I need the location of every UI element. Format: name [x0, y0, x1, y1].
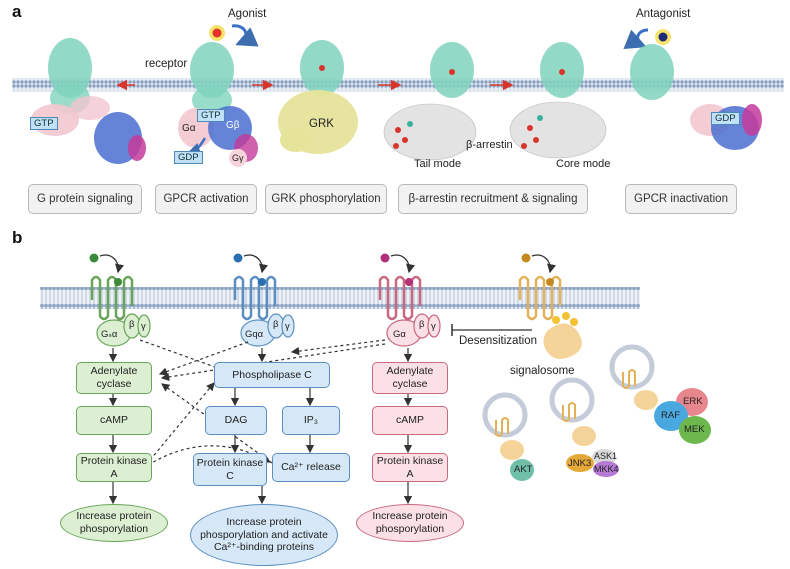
- arrestin-icon: [383, 101, 607, 161]
- receptor-icon: [378, 275, 422, 321]
- pink-outcome: Increase protein phosporylation: [356, 504, 464, 542]
- receptor-icon: [300, 40, 344, 96]
- core-mode-label: Core mode: [556, 158, 611, 170]
- ca-release: Ca²⁺ release: [272, 453, 350, 482]
- gq-alpha-label: Gqα: [245, 329, 264, 340]
- jnk3-label: JNK3: [568, 458, 592, 469]
- blue-pathway-arrows: [230, 348, 315, 505]
- g-alpha-label-b: Gα: [393, 329, 406, 340]
- pink-protein-kinase-a: Protein kinase A: [372, 453, 448, 482]
- receptor-icon: [90, 275, 134, 321]
- blue-outcome: Increase protein phosporylation and acti…: [190, 504, 338, 566]
- g-protein-icon: [96, 313, 151, 347]
- mkk4-label: MKK4: [594, 464, 619, 474]
- beta-label-2: β: [273, 319, 279, 330]
- receptor-icon: [190, 42, 234, 115]
- g-alpha-label: Gα: [182, 123, 196, 134]
- pink-camp: cAMP: [372, 406, 448, 435]
- ligand-dot-icon: [233, 253, 268, 286]
- signalosome-label: signalosome: [510, 365, 575, 377]
- ligand-dot-icon: [521, 253, 556, 286]
- g-gamma-label: Gγ: [232, 153, 244, 163]
- beta-label-1: β: [129, 319, 135, 330]
- panel-b-letter: b: [12, 228, 23, 247]
- ip3: IP₃: [282, 406, 340, 435]
- receptor-icon: [430, 42, 584, 98]
- stage-g-protein-signaling: G protein signaling: [28, 184, 142, 214]
- beta-label-3: β: [419, 319, 425, 330]
- agonist-ligand-icon: [209, 24, 259, 47]
- receptor-icon: [233, 275, 277, 321]
- ligand-dot-icon: [380, 253, 415, 286]
- grk-label: GRK: [309, 118, 334, 130]
- gamma-label-3: γ: [431, 321, 436, 332]
- gamma-label-2: γ: [285, 321, 290, 332]
- receptor-icon: [630, 44, 674, 100]
- signalosome-jnk: [549, 377, 619, 477]
- desensitization-label: Desensitization: [459, 335, 537, 347]
- antagonist-label: Antagonist: [636, 8, 691, 20]
- gamma-label-1: γ: [141, 321, 146, 332]
- green-adenylate-cyclase: Adenylate cyclase: [76, 362, 152, 394]
- arrestin-label: β-arrestin: [466, 139, 513, 151]
- protein-kinase-c: Protein kinase C: [193, 453, 267, 486]
- stage-arrestin-recruitment: β-arrestin recruitment & signaling: [398, 184, 588, 214]
- stage-grk-phosphorylation: GRK phosphorylation: [265, 184, 387, 214]
- g-protein-icon: [386, 313, 441, 347]
- pink-adenylate-cyclase: Adenylate cyclase: [372, 362, 448, 394]
- phospholipase-c: Phospholipase C: [214, 362, 330, 388]
- g-protein-icon: [31, 96, 146, 164]
- erk-label: ERK: [683, 396, 703, 407]
- gtp-tag-2: GTP: [197, 109, 225, 122]
- mek-label: MEK: [684, 424, 705, 435]
- gdp-tag-1: GDP: [174, 151, 203, 164]
- gs-alpha-label: Gₛα: [101, 329, 118, 340]
- panel-a-letter: a: [12, 2, 22, 21]
- green-protein-kinase-a: Protein kinase A: [76, 453, 152, 482]
- green-outcome: Increase protein phosporylation: [60, 504, 168, 542]
- gtp-tag-1: GTP: [30, 117, 58, 130]
- g-beta-label: Gβ: [226, 120, 240, 131]
- membrane-b: [40, 287, 640, 309]
- g-protein-icon: [240, 313, 295, 347]
- ligand-dot-icon: [89, 253, 124, 286]
- g-protein-icon: [690, 104, 762, 150]
- agonist-label: Agonist: [228, 8, 267, 20]
- receptor-label: receptor: [145, 58, 188, 70]
- arrestin-icon: [543, 312, 582, 359]
- grk-icon: [278, 90, 358, 154]
- dag: DAG: [205, 406, 267, 435]
- stage-gpcr-activation: GPCR activation: [155, 184, 257, 214]
- gdp-tag-2: GDP: [711, 112, 740, 125]
- raf-label: RAF: [661, 410, 680, 421]
- tail-mode-label: Tail mode: [414, 158, 462, 170]
- signalosome-erk: [609, 344, 711, 444]
- green-camp: cAMP: [76, 406, 152, 435]
- stage-gpcr-inactivation: GPCR inactivation: [625, 184, 737, 214]
- ask1-label: ASK1: [594, 451, 618, 461]
- antagonist-ligand-icon: [623, 28, 671, 50]
- akt-label: AKT: [514, 464, 533, 475]
- signalosome-akt: [482, 392, 534, 481]
